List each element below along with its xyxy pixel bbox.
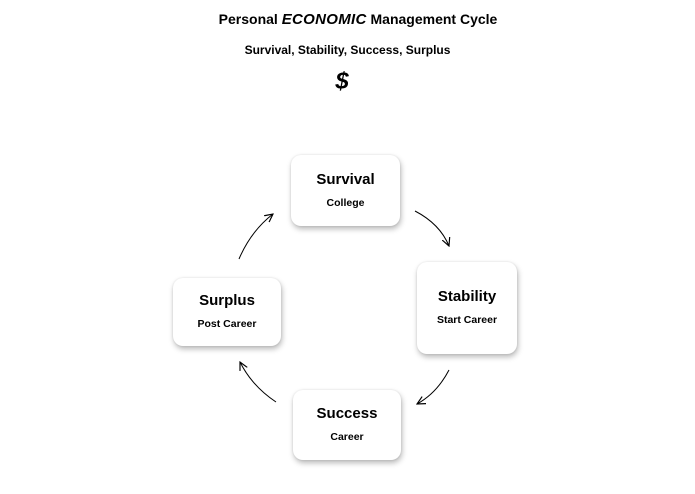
dollar-icon: $ <box>335 68 349 95</box>
node-survival: Survival College <box>291 155 400 226</box>
node-surplus-sub: Post Career <box>197 318 257 330</box>
diagram-subtitle: Survival, Stability, Success, Surplus <box>244 43 451 57</box>
node-survival-name: Survival <box>316 170 375 188</box>
arrow-stability-to-success <box>417 369 450 404</box>
node-surplus-name: Surplus <box>199 292 255 309</box>
title-emphasis: ECONOMIC <box>281 11 367 28</box>
title-suffix: Management Cycle <box>370 11 498 27</box>
arrow-success-to-surplus <box>240 362 277 403</box>
arrow-surplus-to-survival <box>238 214 273 260</box>
diagram-title: Personal ECONOMIC Management Cycle <box>0 11 695 28</box>
node-stability-name: Stability <box>437 288 497 305</box>
node-success: Success Career <box>293 390 401 460</box>
node-stability-sub: Start Career <box>436 314 498 326</box>
arrow-survival-to-stability <box>414 210 449 246</box>
node-survival-sub: College <box>326 196 365 209</box>
node-surplus: Surplus Post Career <box>173 278 281 346</box>
node-stability: Stability Start Career <box>417 262 517 354</box>
node-success-sub: Career <box>330 431 364 443</box>
title-prefix: Personal <box>218 11 278 27</box>
node-success-name: Success <box>316 405 378 422</box>
